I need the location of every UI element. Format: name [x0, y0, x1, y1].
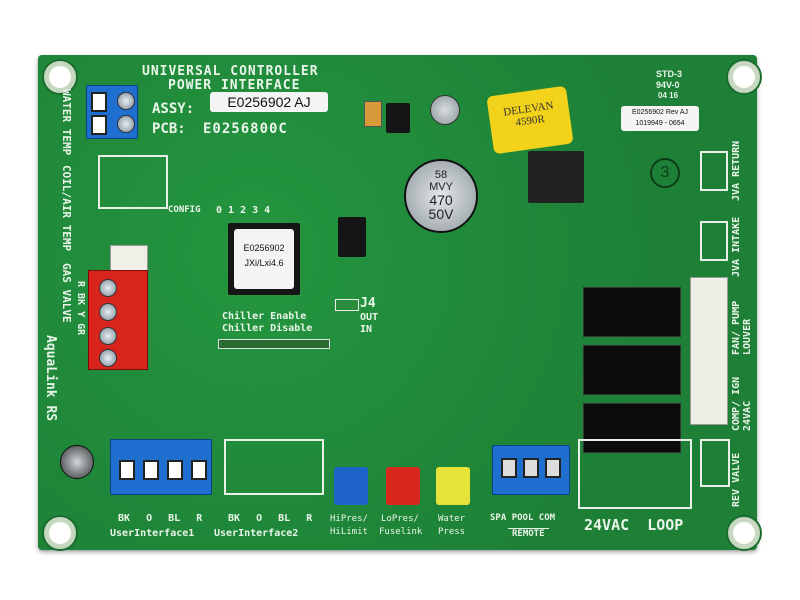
main-electrolytic-capacitor: 58 MVY 470 50V	[404, 159, 478, 233]
jumper-j15-water-press[interactable]	[436, 467, 470, 505]
pcb-label: PCB:	[152, 121, 186, 137]
assy-label: ASSY:	[152, 101, 195, 117]
comp-ign-24vac-label: COMP/ IGN 24VAC	[731, 376, 753, 431]
tantalum-capacitor	[364, 101, 382, 127]
j4-out-label: OUT	[360, 312, 379, 323]
date-code: 04 16	[658, 91, 679, 100]
circuit-board: UNIVERSAL CONTROLLER POWER INTERFACE ASS…	[38, 55, 760, 550]
microcontroller-chip: E0256902 JXi/Lxi4.6	[228, 223, 300, 295]
ui1-pin-bl: BL	[168, 513, 181, 524]
remote-pin-pool: POOL	[511, 513, 534, 523]
j17-label-line1: HiPres/	[330, 514, 368, 524]
mounting-hole	[44, 61, 76, 93]
chip-label-part: E0256902	[243, 243, 285, 253]
water-temp-label: WATER TEMP	[60, 89, 73, 156]
j15-label-line1: Water	[438, 514, 466, 524]
j4-label: J4	[360, 296, 376, 311]
remote-pin-spa: SPA	[490, 513, 507, 523]
switching-regulator-u3	[528, 151, 584, 203]
remote-terminal[interactable]	[492, 445, 570, 495]
jumper-j16-lopres[interactable]	[386, 467, 420, 505]
user-interface-1-terminal[interactable]	[110, 439, 212, 495]
ui2-pin-bl: BL	[278, 513, 291, 524]
circle-mark: 3	[650, 158, 680, 188]
relay-comp-ign	[583, 345, 681, 395]
mounting-hole	[728, 61, 760, 93]
ui1-pin-bk: BK	[118, 513, 131, 524]
relay-24vac	[583, 403, 681, 453]
coil-air-temp-label: COIL/AIR TEMP	[60, 165, 73, 252]
aqualink-pin-labels: R BK Y GR	[75, 281, 86, 336]
j15-label-line2: Press	[438, 527, 466, 537]
ui2-pin-bk: BK	[228, 513, 241, 524]
cert-std: STD-3	[656, 69, 683, 79]
24vac-loop-label: 24VAC LOOP	[584, 516, 684, 534]
jva-intake-label: JVA INTAKE	[731, 216, 742, 277]
mounting-hole	[728, 517, 760, 549]
crystal-x1	[338, 217, 366, 257]
ui1-pin-r: R	[196, 513, 203, 524]
cap-voltage: 50V	[428, 206, 454, 222]
main-power-connector[interactable]	[690, 277, 728, 425]
ui2-pin-o: O	[256, 513, 263, 524]
board-subtitle: POWER INTERFACE	[168, 78, 301, 93]
rev-sticker-line2: 1019949 - 0654	[635, 120, 685, 127]
jva-return-connector[interactable]	[700, 151, 728, 191]
assy-sticker: E0256902 AJ	[210, 92, 328, 112]
gas-valve-label: GAS VALVE	[60, 263, 73, 323]
j16-label-line1: LoPres/	[381, 514, 419, 524]
chip-label-version: JXi/Lxi4.6	[244, 258, 284, 268]
jva-intake-connector[interactable]	[700, 221, 728, 261]
rev-sticker: E0256902 Rev AJ 1019949 - 0654	[621, 106, 699, 131]
user-interface-1-label: UserInterface1	[110, 528, 195, 539]
cap-code: 58	[434, 169, 448, 181]
jumper-j17-hipres[interactable]	[334, 467, 368, 505]
mounting-hole	[44, 517, 76, 549]
relay-fan-pump	[583, 287, 681, 337]
rev-valve-label: REV VALVE	[731, 452, 742, 507]
config-label: CONFIG	[168, 205, 201, 215]
j4-in-label: IN	[360, 324, 373, 335]
water-temp-terminal[interactable]	[86, 85, 138, 139]
user-interface-2-footprint	[224, 439, 324, 495]
ui1-pin-o: O	[146, 513, 153, 524]
chiller-disable-label: Chiller Disable	[222, 323, 313, 334]
inductor-l1: DELEVAN 4590R	[486, 85, 574, 155]
j16-label-line2: Fuselink	[379, 527, 423, 537]
ui1-pin-labels: BK O BL R	[118, 513, 202, 524]
cap-value: 470	[429, 192, 453, 208]
remote-label: REMOTE	[508, 528, 549, 539]
remote-pin-labels: SPA POOL COM	[490, 513, 555, 523]
rev-valve-connector[interactable]	[700, 439, 730, 487]
ui2-pin-labels: BK O BL R	[228, 513, 312, 524]
j4-jumper-header[interactable]	[335, 299, 359, 311]
regulator-u4	[386, 103, 410, 133]
remote-pin-com: COM	[538, 513, 556, 523]
chiller-enable-label: Chiller Enable	[222, 311, 307, 322]
aqualink-label: AquaLink RS	[43, 335, 58, 422]
ui2-pin-r: R	[306, 513, 313, 524]
config-numbers: 0 1 2 3 4	[216, 205, 271, 216]
pcb-number: E0256800C	[203, 121, 288, 137]
jva-return-label: JVA RETURN	[731, 140, 742, 201]
fan-pump-louver-label: FAN/ PUMP LOUVER	[731, 300, 753, 355]
rev-sticker-line1: E0256902 Rev AJ	[631, 109, 689, 116]
j13-header	[218, 339, 330, 349]
user-interface-2-label: UserInterface2	[214, 528, 299, 539]
capacitor-c1	[60, 445, 94, 479]
aqualink-terminal[interactable]	[88, 270, 148, 370]
capacitor-c11	[430, 95, 460, 125]
coil-air-temp-footprint	[98, 155, 168, 209]
j17-label-line2: HiLimit	[330, 527, 368, 537]
cap-series: MVY	[429, 181, 453, 193]
loop-circuit-footprint	[578, 439, 692, 509]
board-title: UNIVERSAL CONTROLLER	[142, 64, 319, 79]
cert-94v0: 94V-0	[656, 80, 680, 90]
